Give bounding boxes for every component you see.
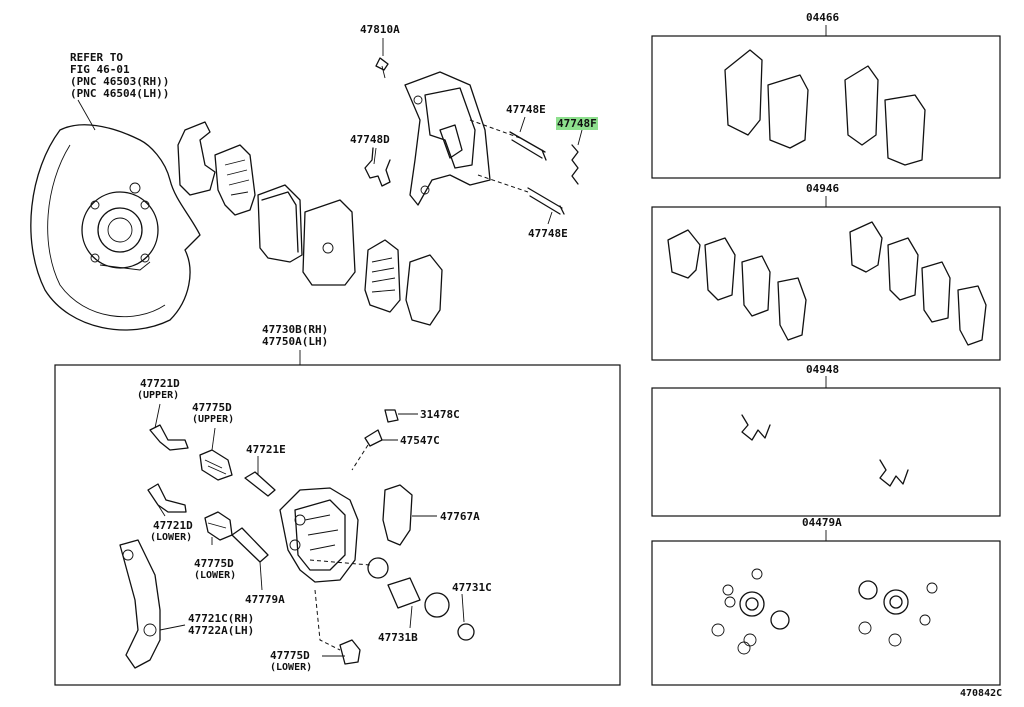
part-label-47721D-upper[interactable]: 47721D (UPPER) <box>137 377 180 402</box>
kit-label-04479A[interactable]: 04479A <box>802 516 842 529</box>
kit-04479A-seals <box>711 568 938 655</box>
part-label-47748D[interactable]: 47748D <box>350 133 390 146</box>
part-label-47721C-47722A[interactable]: 47721C(RH) 47722A(LH) <box>188 612 255 637</box>
caliper-assembly-drawings <box>119 409 475 669</box>
refer-note: REFER TO FIG 46-01 (PNC 46503(RH)) (PNC … <box>70 52 169 100</box>
part-label-31478C[interactable]: 31478C <box>420 408 460 421</box>
part-label-47779A[interactable]: 47779A <box>245 593 285 606</box>
kit-box-04466 <box>651 35 1001 179</box>
assembly-label[interactable]: 47730B(RH) 47750A(LH) <box>262 324 328 348</box>
part-label-47775D-upper[interactable]: 47775D (UPPER) <box>192 401 235 426</box>
leader-lines <box>154 38 583 657</box>
caliper-assembly-box <box>54 364 621 686</box>
kit-box-04946 <box>651 206 1001 361</box>
assembly-label-lh: 47750A(LH) <box>262 335 329 348</box>
refer-note-line4: (PNC 46504(LH)) <box>70 87 170 100</box>
kit-label-04948[interactable]: 04948 <box>806 363 840 376</box>
part-label-47748F[interactable]: 47748F <box>556 117 598 130</box>
part-label-47721E[interactable]: 47721E <box>246 443 286 456</box>
refer-note-line3: (PNC 46503(RH)) <box>70 75 170 88</box>
diagram-id: 470842C <box>960 688 1003 699</box>
kit-label-04946[interactable]: 04946 <box>806 182 840 195</box>
part-label-47731B[interactable]: 47731B <box>378 631 418 644</box>
kit-label-04466[interactable]: 04466 <box>806 11 840 24</box>
part-label-47748E-lower[interactable]: 47748E <box>528 227 568 240</box>
kit-04466-pads <box>724 49 926 166</box>
part-label-47775D-bottom[interactable]: 47775D (LOWER) <box>270 649 313 674</box>
kit-04946-shims <box>667 221 987 346</box>
part-label-47721D-lower[interactable]: 47721D (LOWER) <box>150 519 193 544</box>
top-pad-and-shim-drawings <box>177 121 443 326</box>
kit-box-04948 <box>651 387 1001 517</box>
backing-plate-drawing <box>30 99 201 331</box>
kit-04948-springs <box>741 414 909 487</box>
part-label-47767A[interactable]: 47767A <box>440 510 480 523</box>
kit-box-04479A <box>651 540 1001 686</box>
part-label-47775D-lower[interactable]: 47775D (LOWER) <box>194 557 237 582</box>
part-label-47810A[interactable]: 47810A <box>360 23 400 36</box>
part-label-47748E-upper[interactable]: 47748E <box>506 103 546 116</box>
refer-note-line2: FIG 46-01 <box>70 63 130 76</box>
caliper-mount-drawing <box>364 57 579 215</box>
part-label-47748F-highlight: 47748F <box>556 117 598 130</box>
part-label-47731C[interactable]: 47731C <box>452 581 492 594</box>
refer-note-line1: REFER TO <box>70 51 123 64</box>
assembly-label-rh: 47730B(RH) <box>262 323 329 336</box>
part-label-47547C[interactable]: 47547C <box>400 434 440 447</box>
